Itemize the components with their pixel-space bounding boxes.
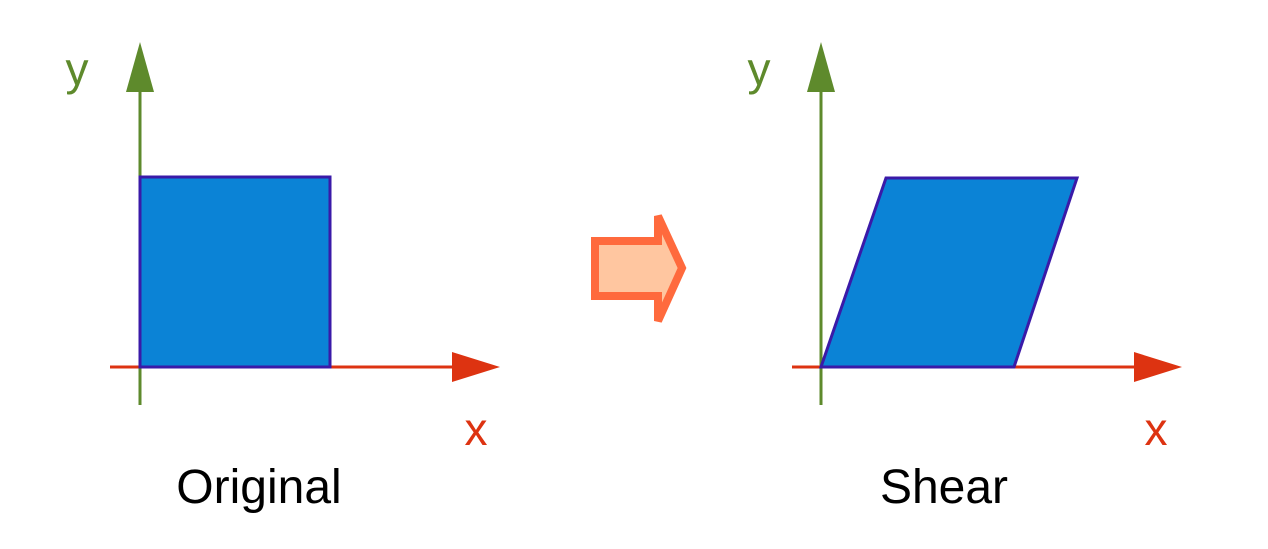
shear-y-label: y bbox=[748, 43, 771, 95]
shear-y-arrowhead bbox=[807, 42, 835, 92]
original-y-label: y bbox=[66, 43, 89, 95]
original-caption: Original bbox=[176, 461, 341, 514]
right-arrow-icon bbox=[591, 214, 687, 323]
original-y-arrowhead bbox=[126, 42, 154, 92]
shear-panel: y x Shear bbox=[748, 42, 1182, 514]
original-x-label: x bbox=[465, 403, 488, 455]
original-square bbox=[138, 175, 332, 369]
original-panel: y x Original bbox=[66, 42, 500, 514]
original-x-arrowhead bbox=[452, 352, 500, 382]
shear-caption: Shear bbox=[880, 461, 1008, 514]
transition-arrow-shape bbox=[591, 214, 687, 323]
shear-x-arrowhead bbox=[1134, 352, 1182, 382]
shear-x-label: x bbox=[1145, 403, 1168, 455]
sheared-parallelogram bbox=[818, 176, 1080, 369]
